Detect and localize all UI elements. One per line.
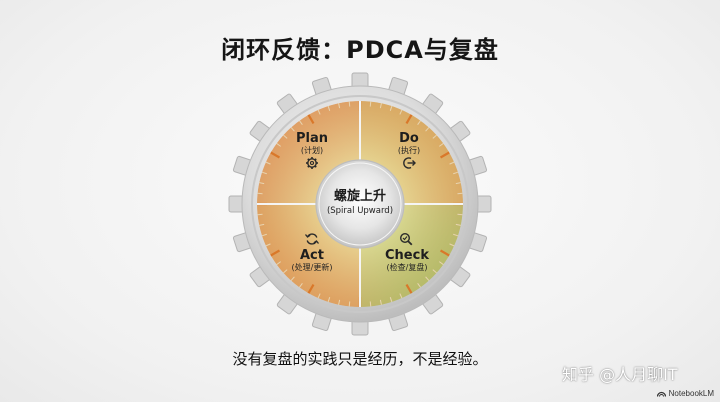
minor-tick [449,161,455,165]
major-tick [307,283,315,294]
gear-ticks [257,101,463,307]
minor-tick [348,301,351,307]
major-tick [405,114,413,125]
minor-tick [457,192,463,195]
minor-tick [389,297,393,303]
page-title: 闭环反馈：PDCA与复盘 [221,36,499,64]
minor-tick [453,171,459,175]
quadrant-do: Do (执行) [398,131,420,169]
do-title: Do [399,131,419,146]
arrow-exit-icon [403,157,416,169]
minor-tick [455,223,461,226]
minor-tick [283,134,288,139]
minor-tick [338,299,341,305]
quadrant-act: Act (处理/更新) [292,233,333,272]
minor-tick [265,243,271,247]
minor-tick [265,161,271,165]
minor-tick [338,103,341,109]
major-tick [270,151,281,159]
minor-tick [389,105,393,111]
brand-label: NotebookLM [668,389,714,398]
minor-tick [261,233,267,237]
minor-tick [369,301,372,307]
minor-tick [290,276,295,281]
plan-title: Plan [296,131,328,146]
minor-tick [379,299,382,305]
minor-tick [457,213,463,216]
do-subtitle: (执行) [398,145,420,155]
minor-tick [369,101,372,107]
notebooklm-logo-icon [656,391,666,397]
minor-tick [432,134,437,139]
minor-tick [399,109,403,115]
minor-tick [317,293,321,299]
act-title: Act [300,248,324,263]
magnifier-icon [399,232,413,246]
minor-tick [432,269,437,274]
minor-tick [453,233,459,237]
minor-tick [379,103,382,109]
quadrant-check: Check (检查/复盘) [385,232,429,272]
minor-tick [438,143,444,147]
minor-tick [327,105,331,111]
minor-tick [299,120,303,126]
quadrant-plan: Plan (计划) [296,131,328,169]
minor-tick [348,101,351,107]
minor-tick [257,213,263,216]
major-tick [405,283,413,294]
minor-tick [438,261,444,265]
minor-tick [276,143,282,147]
brand-badge: NotebookLM [656,389,714,398]
hub-subtitle: (Spiral Upward) [327,206,393,216]
minor-tick [399,293,403,299]
minor-tick [317,109,321,115]
major-tick [270,249,281,257]
minor-tick [290,127,295,132]
plan-subtitle: (计划) [301,145,323,155]
minor-tick [425,276,430,281]
major-tick [439,151,450,159]
gear-icon [306,157,318,169]
act-subtitle: (处理/更新) [292,262,333,272]
minor-tick [259,182,265,185]
major-tick [307,114,315,125]
minor-tick [327,297,331,303]
minor-tick [283,269,288,274]
minor-tick [417,120,421,126]
check-subtitle: (检查/复盘) [387,262,428,272]
minor-tick [276,261,282,265]
refresh-icon [304,233,320,245]
minor-tick [299,282,303,288]
minor-tick [261,171,267,175]
hub-circle [315,159,405,249]
minor-tick [449,243,455,247]
minor-tick [455,182,461,185]
hub-title: 螺旋上升 [334,188,386,204]
caption: 没有复盘的实践只是经历，不是经验。 [232,350,488,368]
watermark: 知乎 @人月聊IT [562,365,678,384]
check-title: Check [385,248,429,263]
gear-face [257,101,463,307]
minor-tick [257,192,263,195]
minor-tick [417,282,421,288]
minor-tick [425,127,430,132]
minor-tick [259,223,265,226]
major-tick [439,249,450,257]
